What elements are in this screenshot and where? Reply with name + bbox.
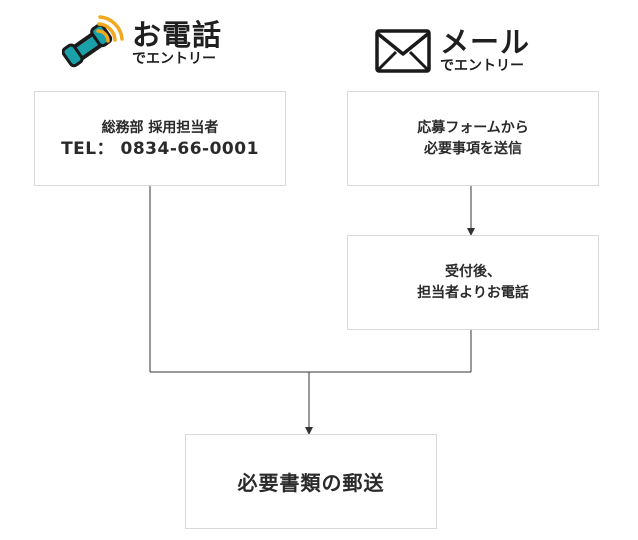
phone-entry-title: お電話 xyxy=(132,17,223,52)
phone-contact-box: 総務部 採用担当者 TEL： 0834-66-0001 xyxy=(34,91,286,186)
phone-number[interactable]: TEL： 0834-66-0001 xyxy=(61,138,259,159)
mail-entry-header: メール でエントリー xyxy=(374,26,530,75)
phone-entry-header: お電話 でエントリー xyxy=(62,15,222,71)
mail-documents-step-box: 必要書類の郵送 xyxy=(185,434,437,529)
mail-entry-subtitle: でエントリー xyxy=(440,58,524,74)
phone-icon xyxy=(62,15,124,68)
phone-entry-subtitle: でエントリー xyxy=(132,50,216,67)
phone-callback-step-box: 受付後、 担当者よりお電話 xyxy=(347,235,599,330)
phone-department-label: 総務部 採用担当者 xyxy=(101,119,219,136)
mail-entry-title: メール xyxy=(440,25,531,59)
envelope-icon xyxy=(375,28,431,73)
apply-form-step-box: 応募フォームから 必要事項を送信 xyxy=(347,91,599,186)
